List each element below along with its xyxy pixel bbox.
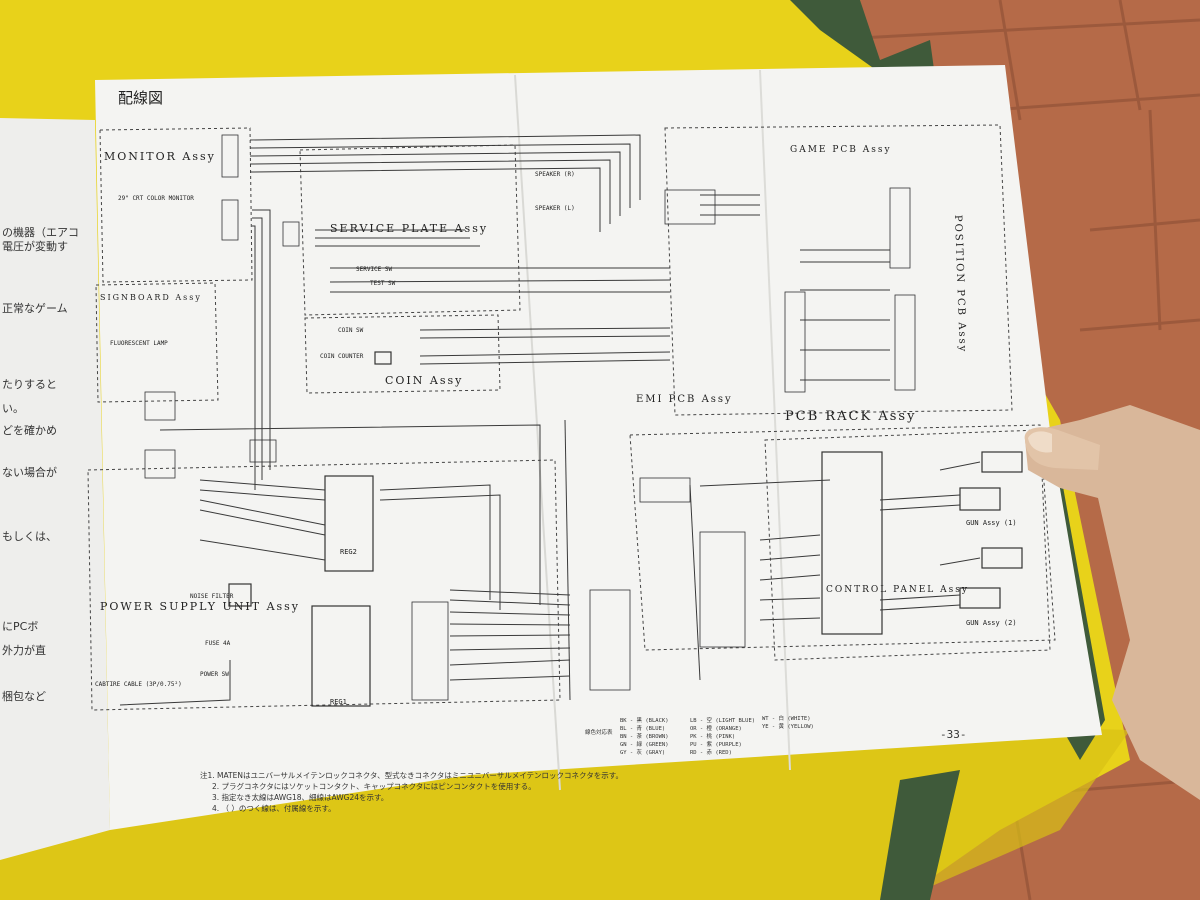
manual-page bbox=[95, 65, 1102, 830]
svg-text:外力が直: 外力が直 bbox=[2, 643, 46, 657]
coin-box bbox=[304, 314, 501, 394]
svg-text:にPCボ: にPCボ bbox=[2, 620, 38, 633]
thumbnail bbox=[1028, 431, 1052, 453]
speaker-l-label: SPEAKER (L) bbox=[535, 205, 575, 212]
control-panel-label: CONTROL PANEL Assy bbox=[826, 585, 969, 595]
coin-sw-label: COIN SW bbox=[338, 327, 364, 334]
pcb-rack-label: PCB RACK Assy bbox=[785, 409, 916, 424]
control-panel-unit bbox=[821, 451, 883, 635]
page-number: -33- bbox=[940, 728, 967, 741]
svg-text:RD - 赤 (RED): RD - 赤 (RED) bbox=[690, 748, 732, 756]
svg-text:WT - 白 (WHITE): WT - 白 (WHITE) bbox=[762, 714, 811, 722]
svg-text:どを確かめ: どを確かめ bbox=[2, 423, 57, 437]
service-plate-label: SERVICE PLATE Assy bbox=[330, 222, 488, 235]
noise-filter-label: NOISE FILTER bbox=[190, 593, 234, 600]
svg-text:梱包など: 梱包など bbox=[2, 689, 46, 703]
gun2-label: GUN Assy (2) bbox=[966, 619, 1017, 627]
diagram-labels: MONITOR Assy 29" CRT COLOR MONITOR SIGNB… bbox=[95, 145, 1017, 706]
left-page-fragments: の機器（エアコ 電圧が変動す 正常なゲーム たりすると い。 どを確かめ ない場… bbox=[2, 225, 79, 703]
solenoid1-box bbox=[981, 451, 1023, 473]
svg-text:BN - 茶 (BROWN): BN - 茶 (BROWN) bbox=[620, 732, 669, 740]
emi-pcb-label: EMI PCB Assy bbox=[636, 394, 733, 405]
reg2-label: REG2 bbox=[340, 548, 357, 556]
speaker-r-label: SPEAKER (R) bbox=[535, 171, 575, 178]
component-boxes bbox=[228, 351, 1023, 707]
svg-text:GY - 灰 (GRAY): GY - 灰 (GRAY) bbox=[620, 748, 665, 756]
svg-text:OR - 橙 (ORANGE): OR - 橙 (ORANGE) bbox=[690, 724, 742, 732]
page-fold-2 bbox=[759, 69, 791, 771]
svg-text:LB - 空 (LIGHT BLUE): LB - 空 (LIGHT BLUE) bbox=[690, 716, 755, 724]
page-fold bbox=[514, 74, 561, 791]
fuse-label: FUSE 4A bbox=[205, 640, 231, 647]
monitor-label: MONITOR Assy bbox=[104, 150, 216, 163]
left-page bbox=[0, 118, 110, 860]
coin-label: COIN Assy bbox=[385, 374, 463, 387]
pcb-rack-box bbox=[629, 424, 1056, 651]
assembly-boxes bbox=[87, 124, 1056, 711]
svg-text:もしくは、: もしくは、 bbox=[2, 530, 57, 543]
power-box bbox=[87, 459, 561, 711]
hand bbox=[1025, 405, 1200, 800]
svg-text:電圧が変動す: 電圧が変動す bbox=[2, 239, 68, 253]
cabtire-label: CABTIRE CABLE (3P/0.75²) bbox=[95, 681, 182, 688]
monitor-note: 29" CRT COLOR MONITOR bbox=[118, 195, 194, 202]
coin-counter-box bbox=[374, 351, 392, 365]
position-pcb-label: POSITION PCB Assy bbox=[952, 215, 968, 354]
connector-blocks bbox=[144, 134, 916, 701]
power-sw-label: POWER SW bbox=[200, 671, 229, 678]
svg-text:い。: い。 bbox=[2, 402, 24, 415]
test-sw-label: TEST SW bbox=[370, 280, 396, 287]
gun2-box bbox=[959, 587, 1001, 609]
monitor-box bbox=[99, 127, 253, 283]
gun1-box bbox=[959, 487, 1001, 511]
noise-filter-box bbox=[228, 583, 252, 607]
svg-text:PK - 桃 (PINK): PK - 桃 (PINK) bbox=[690, 732, 735, 740]
svg-text:4. （ ）のつく線は、付属線を示す。: 4. （ ）のつく線は、付属線を示す。 bbox=[212, 803, 336, 813]
coin-counter-label: COIN COUNTER bbox=[320, 353, 364, 360]
svg-text:BL - 青 (BLUE): BL - 青 (BLUE) bbox=[620, 724, 665, 732]
svg-text:BK - 黒 (BLACK): BK - 黒 (BLACK) bbox=[620, 717, 669, 724]
reg1-box bbox=[311, 605, 371, 707]
service-plate-box bbox=[299, 144, 521, 316]
solenoid2-box bbox=[981, 547, 1023, 569]
svg-text:2. プラグコネクタにはソケットコンタクト、キャップコネクタ: 2. プラグコネクタにはソケットコンタクト、キャップコネクタにはピンコンタクトを… bbox=[212, 781, 536, 791]
svg-text:3. 指定なき太線はAWG18、細線はAWG24を示す。: 3. 指定なき太線はAWG18、細線はAWG24を示す。 bbox=[212, 792, 388, 802]
svg-text:の機器（エアコ: の機器（エアコ bbox=[2, 225, 79, 239]
signboard-label: SIGNBOARD Assy bbox=[100, 293, 202, 302]
svg-text:注1. MATENはユニバーサルメイテンロックコネクタ、型式: 注1. MATENはユニバーサルメイテンロックコネクタ、型式なきコネクタはミニユ… bbox=[200, 770, 623, 780]
color-legend-title: 線色対応表 bbox=[585, 728, 613, 736]
color-legend: 線色対応表 BK - 黒 (BLACK) BL - 青 (BLUE) BN - … bbox=[585, 714, 814, 756]
svg-text:ない場合が: ない場合が bbox=[2, 465, 57, 479]
gun1-label: GUN Assy (1) bbox=[966, 519, 1017, 527]
page-title: 配線図 bbox=[118, 89, 163, 107]
svg-text:たりすると: たりすると bbox=[2, 378, 57, 391]
reg1-label: REG1 bbox=[330, 698, 347, 706]
game-pcb-box bbox=[664, 124, 1013, 416]
svg-text:PU - 紫 (PURPLE): PU - 紫 (PURPLE) bbox=[690, 741, 742, 748]
signboard-box bbox=[95, 282, 219, 403]
svg-text:正常なゲーム: 正常なゲーム bbox=[2, 302, 68, 315]
notes: 注1. MATENはユニバーサルメイテンロックコネクタ、型式なきコネクタはミニユ… bbox=[200, 770, 623, 813]
lamp-label: FLUORESCENT LAMP bbox=[110, 340, 168, 347]
svg-text:YE - 黄 (YELLOW): YE - 黄 (YELLOW) bbox=[762, 722, 814, 730]
chair-leg bbox=[880, 770, 960, 900]
power-supply-label: POWER SUPPLY UNIT Assy bbox=[100, 600, 300, 613]
game-pcb-label: GAME PCB Assy bbox=[790, 145, 892, 155]
reg2-box bbox=[324, 475, 374, 572]
wiring bbox=[119, 134, 981, 706]
svg-text:GN - 緑 (GREEN): GN - 緑 (GREEN) bbox=[620, 740, 669, 748]
service-sw-label: SERVICE SW bbox=[356, 266, 393, 273]
